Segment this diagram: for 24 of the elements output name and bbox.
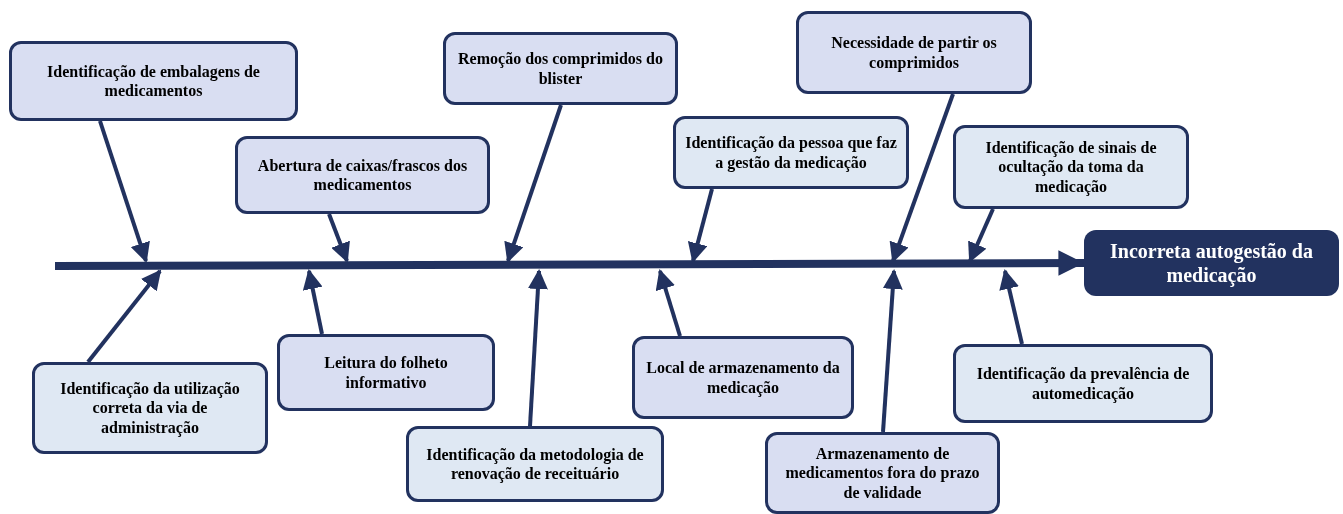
arrow <box>327 213 350 263</box>
arrow <box>999 269 1024 345</box>
effect-box: Incorreta autogestão da medicação <box>1084 230 1339 296</box>
arrow <box>302 269 324 335</box>
arrow <box>98 120 150 263</box>
cause-box: Identificação de sinais de ocultação da toma da medicação <box>953 125 1189 209</box>
cause-box: Leitura do folheto informativo <box>277 334 495 411</box>
arrow <box>687 188 714 263</box>
arrow <box>881 269 903 433</box>
cause-box: Identificação da pessoa que faz a gestão da medicação <box>673 116 909 189</box>
arrow <box>504 104 563 263</box>
cause-box: Local de armazenamento da medicação <box>632 336 854 419</box>
arrow <box>655 269 682 337</box>
cause-box: Necessidade de partir os comprimidos <box>796 11 1032 94</box>
arrow <box>86 269 162 364</box>
arrow <box>527 269 548 427</box>
cause-box: Identificação de embalagens de medicamentos <box>9 41 298 121</box>
cause-box: Identificação da prevalência de automedicação <box>953 344 1213 423</box>
cause-box: Armazenamento de medicamentos fora do prazo de validade <box>765 432 1000 514</box>
cause-box: Abertura de caixas/frascos dos medicamentos <box>235 136 490 214</box>
arrow <box>889 93 955 263</box>
cause-box: Remoção dos comprimidos do blister <box>443 32 678 105</box>
cause-box: Identificação da utilização correta da via de administração <box>32 362 268 454</box>
cause-box: Identificação da metodologia de renovação de receituário <box>406 426 664 502</box>
